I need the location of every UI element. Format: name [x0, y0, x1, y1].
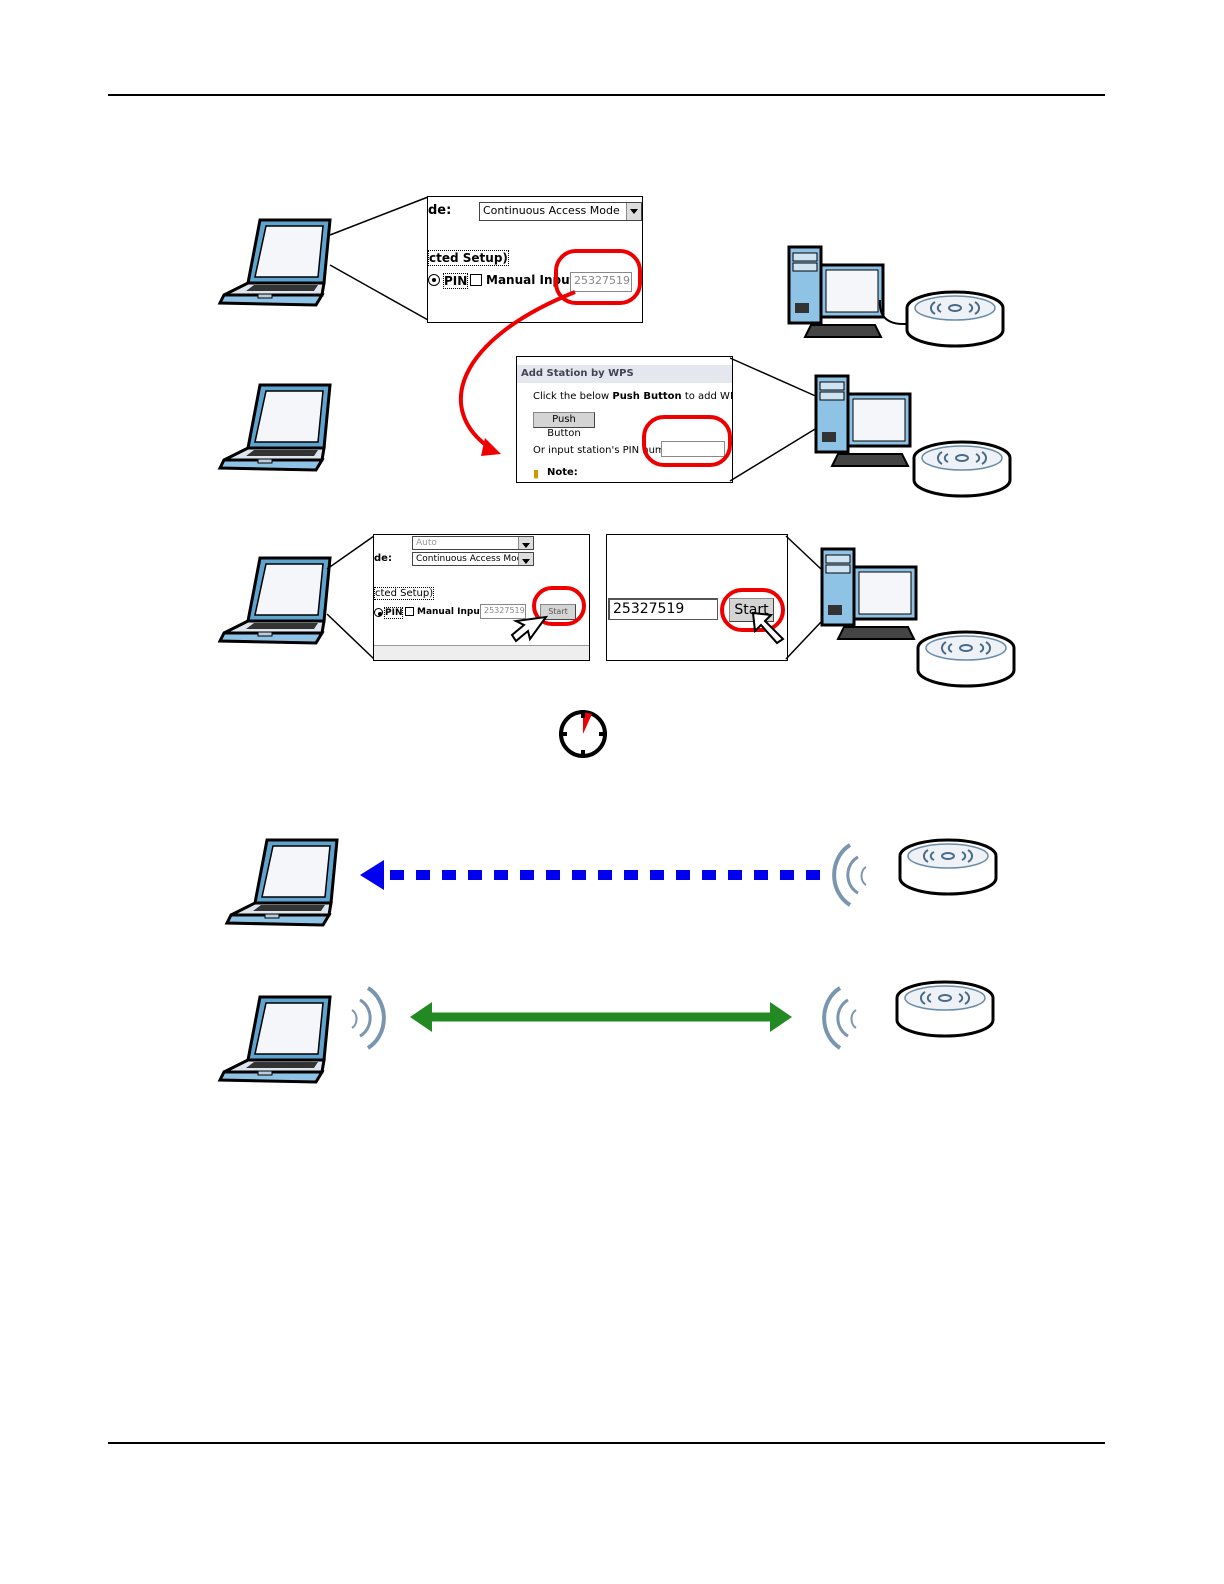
note-icon: ▮ — [533, 467, 540, 480]
mode-select-value: Continuous Access Mode — [483, 204, 620, 217]
client-laptop-icon — [225, 838, 339, 927]
footer-rule — [108, 1442, 1105, 1444]
ap-router-icon — [898, 838, 998, 896]
network-cable — [878, 299, 907, 326]
pin-radio-label: PIN — [384, 607, 404, 619]
ap-computer-icon — [820, 547, 918, 641]
push-button[interactable]: Push Button — [533, 412, 595, 439]
pin-value: 25327519 — [574, 274, 630, 287]
ap-wps-panel: Add Station by WPS Click the below Push … — [516, 356, 733, 483]
ap-router-icon — [912, 440, 1012, 498]
pin-radio-label: PIN — [443, 273, 469, 289]
timer-clock-icon — [559, 710, 607, 758]
mode-select[interactable]: Continuous Access Mode — [479, 202, 642, 221]
client-laptop-icon — [218, 218, 332, 307]
chevron-down-icon — [518, 537, 533, 549]
zoom-callout-lines — [729, 357, 821, 482]
ap-router-icon — [895, 980, 995, 1038]
ap-router-icon — [916, 630, 1016, 688]
connection-double-arrow — [410, 1002, 792, 1032]
instruction-text: Click the below Push Button to add WPS s… — [533, 391, 732, 402]
pin-radio[interactable] — [374, 608, 383, 617]
ap-router-icon — [905, 290, 1005, 348]
zoom-callout-lines — [785, 535, 822, 660]
client-laptop-icon — [218, 995, 332, 1084]
pin-input[interactable]: 25327519 — [570, 272, 632, 292]
highlight-circle — [642, 415, 732, 467]
wireless-signal-icon — [832, 843, 868, 907]
status-bar — [374, 645, 589, 660]
auto-select[interactable]: Auto — [412, 536, 534, 550]
header-rule — [108, 94, 1105, 96]
discovery-dashed-arrow — [360, 860, 822, 890]
highlight-circle — [554, 249, 642, 305]
client-start-panel: Auto de: Continuous Access Mode cted Set… — [373, 534, 590, 661]
highlight-circle — [720, 588, 785, 632]
mouse-pointer-icon — [510, 615, 549, 643]
pin-input-label: Or input station's PIN number: — [533, 445, 685, 456]
highlight-circle — [532, 586, 586, 626]
pin-radio[interactable] — [428, 274, 440, 286]
ap-computer-icon — [814, 374, 912, 468]
pin-input[interactable]: 25327519 — [480, 604, 526, 619]
manual-input-label: Manual Input — [417, 607, 485, 617]
client-pin-panel: de: Continuous Access Mode cted Setup) P… — [427, 196, 643, 323]
panel-header-bar: Add Station by WPS — [517, 365, 732, 383]
mode-select[interactable]: Continuous Access Mode — [412, 552, 534, 566]
mouse-pointer-icon — [751, 611, 785, 645]
ap-pin-input[interactable]: 25327519 — [608, 598, 718, 620]
chevron-down-icon — [518, 553, 533, 565]
zoom-callout-lines — [326, 535, 375, 660]
client-laptop-icon — [218, 383, 332, 472]
manual-input-label: Manual Input — [486, 273, 576, 287]
wireless-signal-icon — [350, 986, 386, 1050]
panel-header: Add Station by WPS — [521, 368, 634, 379]
mode-label: de: — [428, 203, 452, 218]
manual-input-checkbox[interactable] — [405, 607, 414, 616]
ap-start-panel: 25327519 Start — [606, 534, 788, 661]
wireless-signal-icon — [822, 986, 858, 1050]
section-label: cted Setup) — [428, 250, 509, 266]
red-transfer-arrow — [458, 290, 576, 456]
zoom-callout-lines — [329, 196, 429, 321]
manual-input-checkbox[interactable] — [470, 274, 482, 286]
note-label: Note: — [547, 467, 578, 478]
section-label: cted Setup) — [374, 587, 435, 600]
chevron-down-icon — [626, 203, 641, 220]
client-laptop-icon — [218, 556, 332, 645]
mode-label: de: — [374, 553, 392, 564]
